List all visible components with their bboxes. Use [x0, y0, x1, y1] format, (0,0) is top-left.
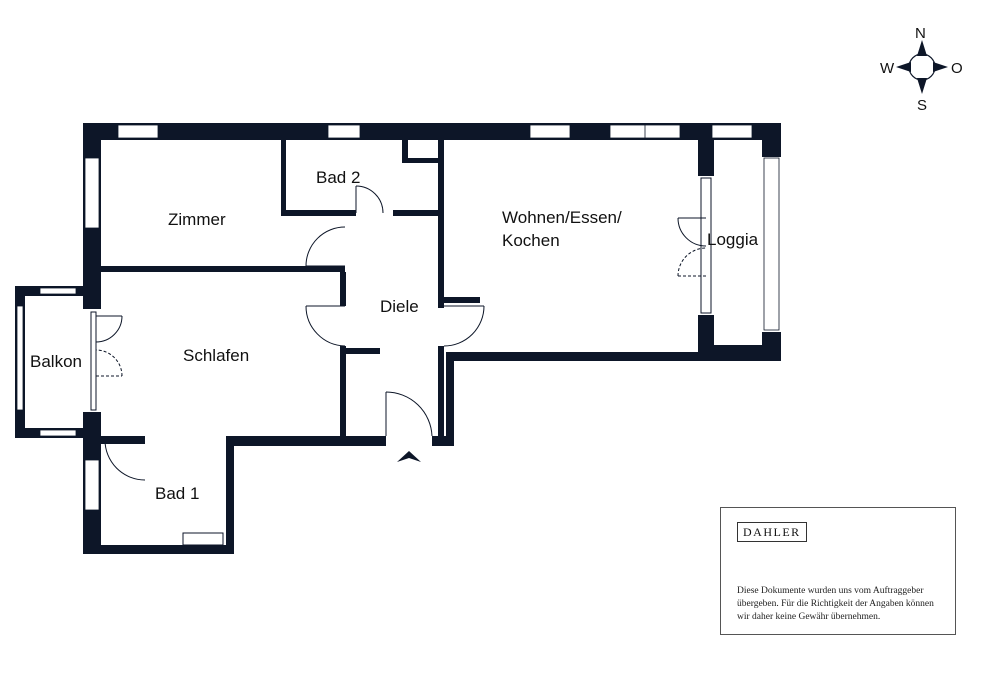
- room-label-wohnen-2: Kochen: [502, 231, 560, 250]
- compass-north-label: N: [915, 25, 926, 42]
- room-label-wohnen-1: Wohnen/Essen/: [502, 208, 622, 227]
- compass-east-label: O: [951, 60, 963, 77]
- dahler-logo: DAHLER: [737, 522, 807, 542]
- walls: [15, 123, 781, 554]
- windows: [16, 124, 780, 511]
- doors: [95, 185, 707, 481]
- disclaimer-box: DAHLER Diese Dokumente wurden uns vom Au…: [720, 507, 956, 635]
- room-label-balkon: Balkon: [30, 352, 82, 371]
- room-label-schlafen: Schlafen: [183, 346, 249, 365]
- compass-rose: N S W O: [880, 25, 963, 114]
- room-label-loggia: Loggia: [707, 230, 759, 249]
- room-label-zimmer: Zimmer: [168, 210, 226, 229]
- room-label-bad1: Bad 1: [155, 484, 199, 503]
- room-labels: Zimmer Bad 2 Wohnen/Essen/ Kochen Loggia…: [30, 168, 759, 503]
- room-label-bad2: Bad 2: [316, 168, 360, 187]
- compass-south-label: S: [917, 97, 927, 114]
- disclaimer-text: Diese Dokumente wurden uns vom Auftragge…: [737, 586, 934, 622]
- room-label-diele: Diele: [380, 297, 419, 316]
- entrance-arrow-icon: [397, 451, 421, 462]
- compass-west-label: W: [880, 60, 895, 77]
